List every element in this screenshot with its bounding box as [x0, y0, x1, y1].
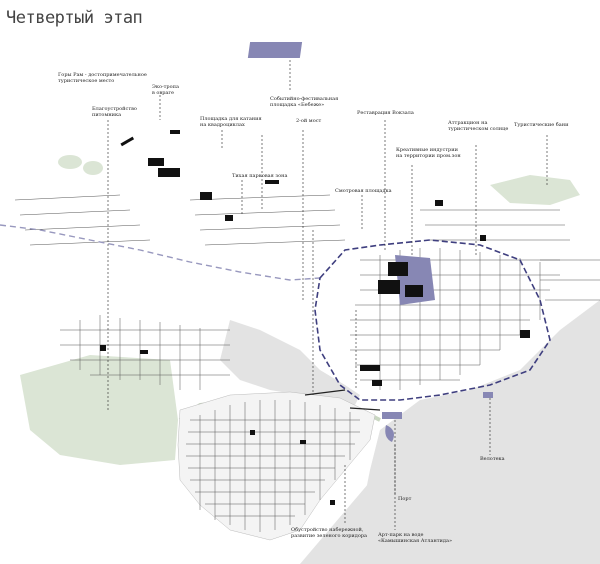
label-festival: Событийно-фестивальная площадка «Бебеже»	[270, 96, 339, 109]
label-eco-tropa: Эко-тропа в овраге	[152, 84, 179, 97]
river-route-dashed	[0, 224, 321, 281]
festival-site	[247, 42, 303, 58]
river-bay	[220, 320, 360, 405]
label-most: 2-ой мост	[296, 118, 322, 124]
main-water	[360, 300, 600, 564]
label-gory-ram: Горы Рам - достопримечательное туристиче…	[58, 72, 147, 85]
green-zone-west	[20, 355, 178, 465]
label-vokzal: Реставрация Вокзала	[357, 110, 414, 116]
label-kreativ: Креативные индустрии на территории пром.…	[396, 147, 461, 160]
label-tihaya-zona: Тихая парковая зона	[232, 173, 288, 179]
port-marker	[382, 412, 402, 419]
label-bani: Туристические бани	[514, 122, 569, 128]
velotek-marker	[483, 392, 493, 398]
label-veloteka: Велотека	[480, 456, 505, 462]
label-art-park: Арт-парк на воде «Камышинская Атлантида»	[378, 532, 453, 545]
label-naberezhnaya: Обустройство набережной, развитие зелено…	[291, 527, 368, 540]
page-title: Четвертый этап	[6, 8, 143, 28]
industrial-blocks	[378, 262, 423, 297]
green-hill-1	[58, 155, 82, 169]
label-kvadrocikly: Площадка для катания на квадроциклах	[200, 116, 262, 129]
leader-lines	[107, 60, 548, 530]
bridges	[304, 389, 381, 411]
label-port: Порт	[398, 496, 412, 502]
green-zone-northeast	[490, 175, 580, 205]
black-buildings	[100, 130, 530, 505]
label-pitomnik: Благоустройство питомника	[92, 106, 137, 119]
green-hill-2	[83, 161, 103, 175]
tourist-loop-dashed	[314, 239, 551, 401]
label-attrakcion: Аттракцион на туристическом солнце	[448, 120, 509, 133]
art-park-marker	[385, 425, 394, 442]
building-texture	[14, 194, 600, 532]
label-smotrovaya: Смотровая площадка	[335, 188, 392, 194]
